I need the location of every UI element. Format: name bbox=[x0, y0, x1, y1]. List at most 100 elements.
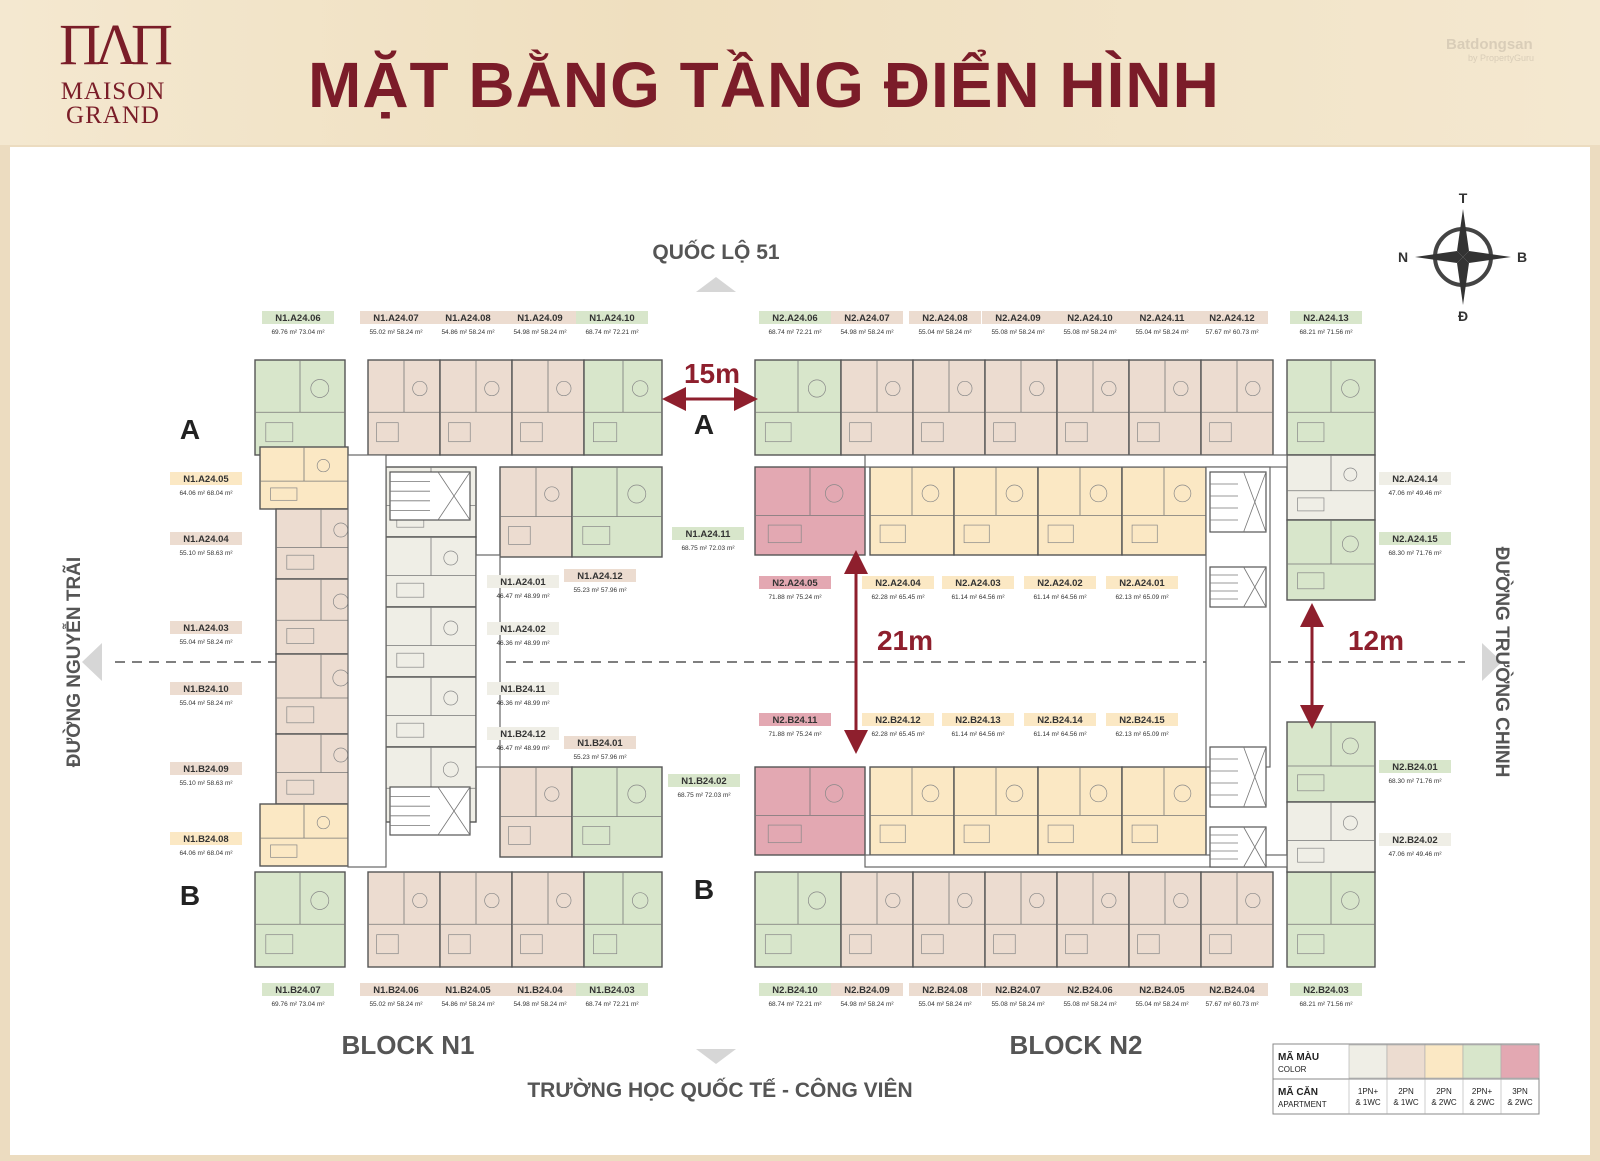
unit-code: N2.B24.01 bbox=[1392, 762, 1438, 773]
unit-code: N1.A24.05 bbox=[183, 474, 229, 485]
unit-code: N2.B24.14 bbox=[1037, 715, 1083, 726]
apartment-unit bbox=[367, 871, 441, 968]
watermark-sub: by PropertyGuru bbox=[1468, 53, 1535, 63]
unit-area: 62.28 m² 65.45 m² bbox=[871, 594, 925, 601]
road-north: QUỐC LỘ 51 bbox=[652, 240, 780, 264]
legend-item: 3PN& 2WC bbox=[1500, 1044, 1540, 1114]
unit-code: N2.A24.07 bbox=[844, 313, 889, 324]
distance-15m: 15m bbox=[684, 358, 740, 389]
unit-code: N2.B24.10 bbox=[772, 985, 817, 996]
unit-area: 55.04 m² 58.24 m² bbox=[1135, 1001, 1189, 1008]
unit-label: N2.B24.10 68.74 m² 72.21 m² bbox=[759, 983, 831, 1008]
unit-code: N2.B24.09 bbox=[844, 985, 889, 996]
unit-area: 55.02 m² 58.24 m² bbox=[369, 1001, 423, 1008]
road-south: TRƯỜNG HỌC QUỐC TẾ - CÔNG VIÊN bbox=[527, 1078, 912, 1102]
floor-plan: QUỐC LỘ 51 TRƯỜNG HỌC QUỐC TẾ - CÔNG VIÊ… bbox=[63, 190, 1540, 1115]
apartment-unit bbox=[439, 871, 513, 968]
unit-code: N2.B24.04 bbox=[1209, 985, 1255, 996]
unit-code: N1.A24.03 bbox=[183, 623, 228, 634]
unit-area: 68.21 m² 71.56 m² bbox=[1299, 329, 1353, 336]
unit-area: 62.28 m² 65.45 m² bbox=[871, 731, 925, 738]
unit-area: 55.04 m² 58.24 m² bbox=[179, 700, 233, 707]
road-east: ĐƯỜNG TRƯỜNG CHINH bbox=[1491, 547, 1513, 778]
apartment-unit bbox=[499, 466, 573, 558]
apartment-unit bbox=[869, 466, 955, 556]
apartment-unit bbox=[754, 871, 842, 968]
unit-area: 55.08 m² 58.24 m² bbox=[1063, 329, 1117, 336]
unit-area: 68.30 m² 71.76 m² bbox=[1388, 550, 1442, 557]
legend-item: 1PN+& 1WC bbox=[1348, 1044, 1388, 1114]
unit-code: N2.B24.08 bbox=[922, 985, 967, 996]
unit-code: N1.A24.09 bbox=[517, 313, 562, 324]
unit-code: N2.A24.05 bbox=[772, 578, 818, 589]
apartment-unit bbox=[1037, 466, 1123, 556]
road-west: ĐƯỜNG NGUYỄN TRÃI bbox=[63, 557, 85, 767]
unit-area: 57.67 m² 60.73 m² bbox=[1205, 1001, 1259, 1008]
unit-area: 54.98 m² 58.24 m² bbox=[840, 1001, 894, 1008]
unit-label: N1.A24.04 55.10 m² 58.63 m² bbox=[170, 532, 242, 557]
unit-area: 46.47 m² 48.99 m² bbox=[496, 593, 550, 600]
unit-code: N1.A24.12 bbox=[577, 571, 622, 582]
unit-code: N2.A24.13 bbox=[1303, 313, 1348, 324]
floor-plan-panel: QUỐC LỘ 51 TRƯỜNG HỌC QUỐC TẾ - CÔNG VIÊ… bbox=[10, 147, 1590, 1155]
logo-line-2: GRAND bbox=[66, 102, 160, 129]
unit-code: N2.A24.09 bbox=[995, 313, 1040, 324]
unit-code: N2.A24.04 bbox=[875, 578, 921, 589]
unit-code: N2.B24.07 bbox=[995, 985, 1040, 996]
unit-code: N1.B24.07 bbox=[275, 985, 320, 996]
unit-code: N2.B24.13 bbox=[955, 715, 1000, 726]
unit-code: N1.B24.04 bbox=[517, 985, 563, 996]
compass-w: N bbox=[1398, 249, 1408, 265]
unit-area: 71.88 m² 75.24 m² bbox=[768, 594, 822, 601]
unit-area: 46.47 m² 48.99 m² bbox=[496, 745, 550, 752]
unit-code: N1.A24.01 bbox=[500, 577, 546, 588]
legend-color-sub: COLOR bbox=[1278, 1065, 1307, 1074]
apartment-unit bbox=[1121, 466, 1207, 556]
apartment-unit bbox=[953, 766, 1039, 856]
apartment-unit bbox=[984, 871, 1058, 968]
apartment-unit bbox=[869, 766, 955, 856]
apartment-unit bbox=[1056, 871, 1130, 968]
corridor bbox=[864, 854, 1288, 868]
unit-code: N1.B24.09 bbox=[183, 764, 228, 775]
apartment-unit bbox=[385, 676, 477, 748]
unit-code: N1.A24.04 bbox=[183, 534, 229, 545]
apartment-unit bbox=[754, 766, 866, 856]
unit-area: 64.06 m² 68.04 m² bbox=[179, 850, 233, 857]
stair-core bbox=[389, 786, 471, 836]
unit-area: 55.10 m² 58.63 m² bbox=[179, 550, 233, 557]
legend-apt-sub: APARTMENT bbox=[1278, 1100, 1327, 1109]
unit-code: N1.B24.12 bbox=[500, 729, 545, 740]
legend-item-line1: 2PN bbox=[1436, 1087, 1452, 1096]
apartment-unit bbox=[571, 766, 663, 858]
apartment-unit bbox=[385, 536, 477, 608]
apartment-unit bbox=[754, 359, 842, 456]
watermark-text: Batdongsan bbox=[1446, 36, 1533, 53]
unit-code: N2.B24.11 bbox=[773, 715, 819, 726]
apartment-unit bbox=[511, 871, 585, 968]
apartment-unit bbox=[571, 466, 663, 558]
apartment-unit bbox=[1128, 359, 1202, 456]
apartment-unit bbox=[499, 766, 573, 858]
unit-area: 68.74 m² 72.21 m² bbox=[768, 1001, 822, 1008]
building-group bbox=[254, 359, 1376, 968]
